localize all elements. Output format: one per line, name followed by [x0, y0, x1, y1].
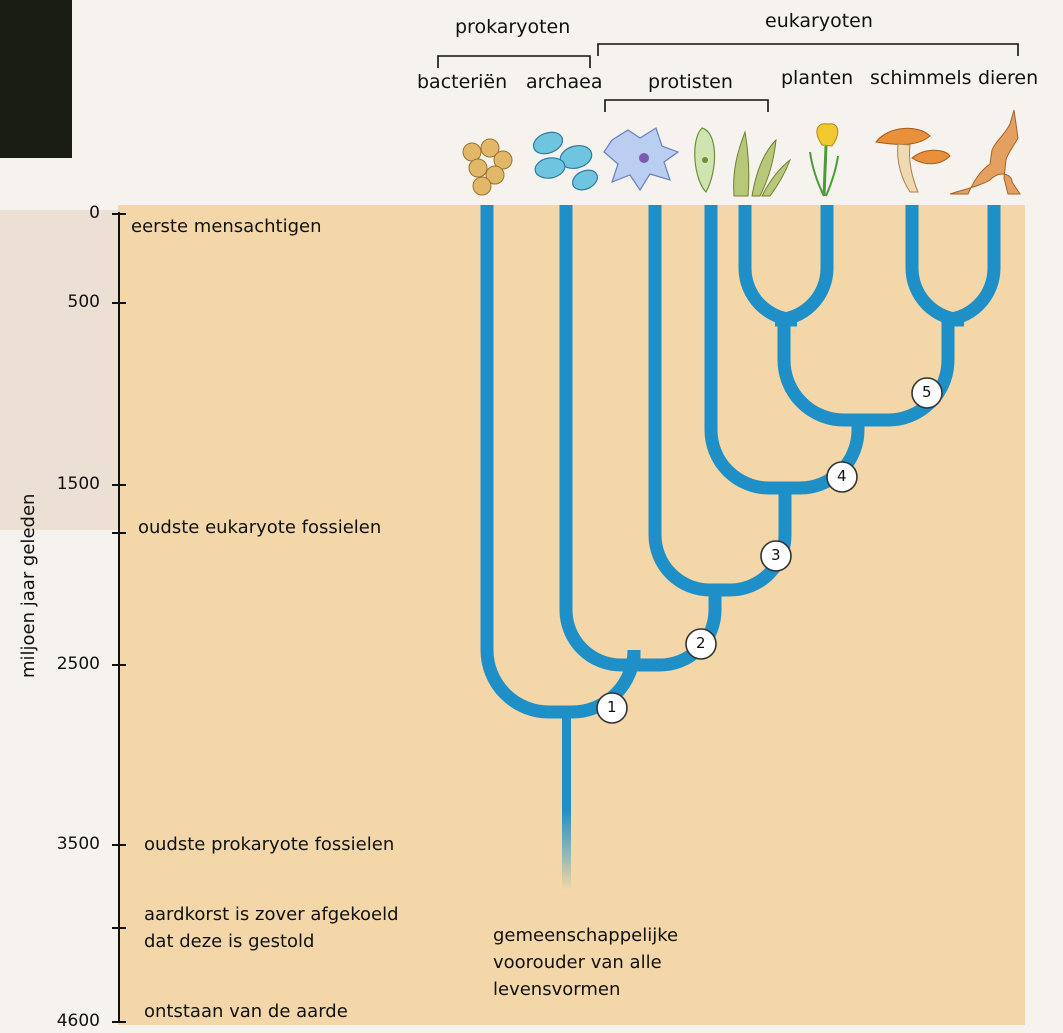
crocus-icon [810, 124, 838, 196]
node-3-label: 3 [771, 546, 781, 564]
algae-icon [734, 132, 790, 196]
tick-label-1500: 1500 [20, 474, 100, 494]
root-label-line3: levensvormen [493, 979, 620, 1000]
kangaroo-icon [950, 110, 1020, 194]
root-stem [562, 712, 571, 890]
tick-label-4600: 4600 [20, 1011, 100, 1031]
amoeba-icon [604, 128, 678, 190]
taxon-label-schimmels: schimmels [870, 67, 972, 89]
bacteria-icon [463, 139, 512, 195]
group-label-protisten: protisten [648, 71, 733, 93]
root-label-line1: gemeenschappelijke [493, 925, 678, 946]
group-label-eukaryoten: eukaryoten [765, 10, 873, 32]
taxon-label-dieren: dieren [978, 67, 1038, 89]
group-label-prokaryoten: prokaryoten [455, 16, 570, 38]
taxon-label-archaea: archaea [526, 71, 603, 93]
node-1-label: 1 [607, 698, 617, 716]
taxon-label-bacterien: bacteriën [417, 71, 507, 93]
event-label-crust-cooled-line1: aardkorst is zover afgekoeld [144, 904, 399, 925]
node-5-label: 5 [922, 383, 932, 401]
event-label-origin-earth: ontstaan van de aarde [144, 1001, 348, 1022]
event-label-first-humans: eerste mensachtigen [131, 216, 321, 237]
y-axis-title: miljoen jaar geleden [18, 494, 39, 678]
event-label-oldest-prokaryote-fossils: oudste prokaryote fossielen [144, 834, 394, 855]
euglena-icon [695, 128, 715, 192]
event-label-oldest-eukaryote-fossils: oudste eukaryote fossielen [138, 517, 381, 538]
root-label-line2: voorouder van alle [493, 952, 662, 973]
node-4-label: 4 [837, 467, 847, 485]
tick-label-3500: 3500 [20, 834, 100, 854]
mushroom-icon [876, 128, 950, 192]
node-2-label: 2 [696, 634, 706, 652]
taxon-label-planten: planten [781, 67, 853, 89]
tick-label-0: 0 [20, 203, 100, 223]
tick-label-500: 500 [20, 292, 100, 312]
event-label-crust-cooled-line2: dat deze is gestold [144, 931, 314, 952]
archaea-icon [530, 128, 600, 193]
